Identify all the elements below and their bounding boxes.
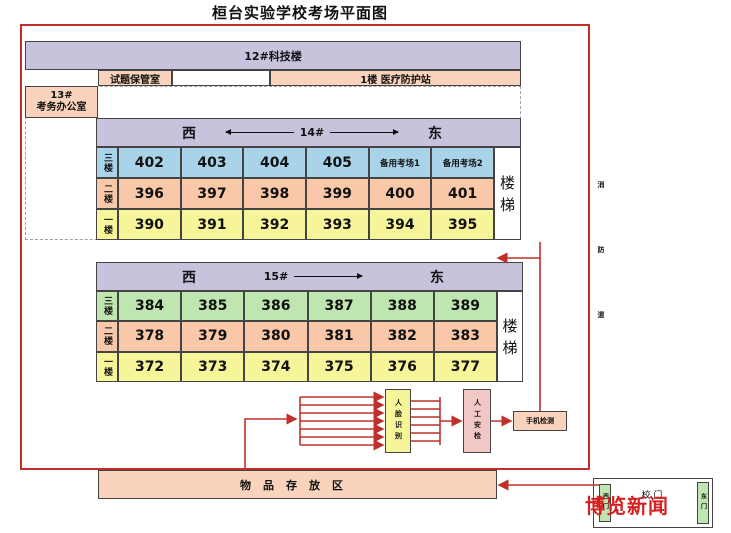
exam-office-13: 13# 考务办公室	[25, 86, 98, 118]
exam-room: 402	[118, 147, 181, 178]
exam-paper-storage-room: 试题保管室	[98, 70, 172, 86]
exam-room: 377	[433, 351, 497, 382]
building-15-name: 15#	[263, 270, 289, 283]
exam-room: 386	[244, 291, 308, 322]
building-15-stairs: 楼 梯	[497, 291, 523, 382]
exam-room: 400	[368, 178, 432, 209]
floor-label: 三楼	[96, 147, 118, 178]
fire-road-char: 消	[597, 181, 605, 189]
building-12-label: 12#科技楼	[25, 41, 521, 70]
floor-label: 三楼	[96, 291, 118, 322]
exam-room: 383	[433, 321, 497, 352]
page-title: 桓台实验学校考场平面图	[211, 4, 388, 22]
exam-room: 396	[118, 178, 181, 209]
exam-room: 390	[118, 209, 181, 240]
exam-room: 373	[181, 351, 245, 382]
spare-exam-room: 备用考场1	[368, 147, 432, 178]
exam-room: 381	[307, 321, 371, 352]
exam-room: 387	[307, 291, 371, 322]
campus-boundary	[20, 24, 590, 470]
east-label: 东	[430, 269, 444, 286]
stairs-char: 楼	[502, 316, 518, 335]
exam-room: 398	[243, 178, 306, 209]
exam-room: 399	[306, 178, 369, 209]
east-door-label: 东门	[699, 493, 707, 513]
building-15-direction: 15#	[263, 270, 364, 283]
manual-check-label: 人工安检	[473, 399, 482, 443]
fire-road-label: 消 防 道	[594, 180, 608, 320]
exam-room: 379	[181, 321, 245, 352]
east-label: 东	[428, 125, 442, 142]
medical-station: 1楼 医疗防护站	[270, 70, 521, 86]
exam-room: 394	[368, 209, 432, 240]
spare-exam-room: 备用考场2	[431, 147, 494, 178]
gate-frame	[593, 478, 713, 528]
face-recognition-label: 人脸识别	[394, 399, 403, 443]
stairs-char: 楼	[499, 173, 515, 192]
route-arrow	[244, 413, 298, 470]
building-14-name: 14#	[299, 126, 325, 139]
west-label: 西	[182, 269, 196, 286]
exam-room: 385	[181, 291, 245, 322]
exam-room: 404	[243, 147, 306, 178]
gate-label: 校 门	[641, 491, 663, 501]
exam-room: 392	[243, 209, 306, 240]
exam-room: 401	[431, 178, 494, 209]
building-14-direction: 14#	[224, 126, 400, 139]
phone-detection-box: 手机检测	[513, 411, 567, 431]
east-arrow-icon	[330, 129, 400, 135]
exam-room: 380	[244, 321, 308, 352]
exam-room: 388	[370, 291, 434, 322]
exam-room: 393	[306, 209, 369, 240]
school-gate: 西门 校 门 东门	[593, 478, 713, 528]
stairs-char: 梯	[499, 195, 515, 214]
stairs-char: 梯	[502, 338, 518, 357]
exam-room: 405	[306, 147, 369, 178]
exam-room: 391	[180, 209, 244, 240]
west-label: 西	[182, 125, 196, 142]
west-arrow-icon	[224, 129, 294, 135]
floor-label: 二楼	[96, 321, 118, 352]
floor-label: 二楼	[96, 178, 118, 209]
exam-room: 372	[118, 351, 182, 382]
face-recognition-gate: 人脸识别	[385, 389, 411, 453]
building-12-blank-room	[172, 70, 270, 86]
fire-road-char: 道	[597, 311, 605, 319]
fire-road-char: 防	[597, 246, 605, 254]
office-number: 13#	[50, 90, 73, 101]
building-14-stairs: 楼 梯	[494, 147, 521, 240]
exam-room: 397	[180, 178, 244, 209]
building-14-rooms: 三楼 402 403 404 405 备用考场1 备用考场2 二楼 396 39…	[96, 147, 494, 240]
office-name: 考务办公室	[36, 102, 87, 113]
east-arrow-icon	[294, 273, 364, 279]
floor-label: 一楼	[96, 209, 118, 240]
exam-room: 382	[370, 321, 434, 352]
exam-room: 384	[118, 291, 182, 322]
building-14-header: 西 14# 东	[96, 118, 521, 147]
west-door: 西门	[599, 484, 611, 522]
exam-room: 375	[307, 351, 371, 382]
building-15-rooms: 三楼 384 385 386 387 388 389 二楼 378 379 38…	[96, 291, 497, 382]
exam-room: 389	[433, 291, 497, 322]
item-storage-area: 物品存放区	[98, 470, 497, 499]
west-door-label: 西门	[601, 493, 609, 513]
floor-label: 一楼	[96, 351, 118, 382]
exam-room: 378	[118, 321, 182, 352]
east-door: 东门	[697, 482, 709, 524]
exam-room: 395	[431, 209, 494, 240]
exam-room: 403	[180, 147, 244, 178]
exam-room: 376	[370, 351, 434, 382]
watermark-logo: 博览新闻	[585, 494, 669, 518]
exam-room: 374	[244, 351, 308, 382]
building-15-header: 西 15# 东	[96, 262, 523, 291]
